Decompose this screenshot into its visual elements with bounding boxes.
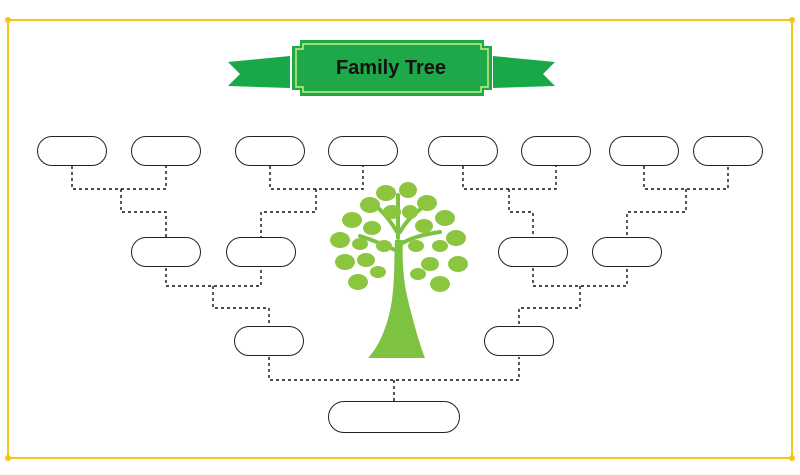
name-box-great-grandparent[interactable] <box>521 136 591 166</box>
banner-tail-left <box>228 56 290 88</box>
name-box-great-grandparent[interactable] <box>693 136 763 166</box>
frame-corner-dot <box>5 455 11 461</box>
frame-border <box>7 19 793 459</box>
tree-trunk <box>368 240 425 358</box>
name-box-great-grandparent[interactable] <box>428 136 498 166</box>
frame-corner-dot <box>5 17 11 23</box>
title-banner <box>228 40 555 96</box>
name-box-grandparent[interactable] <box>498 237 568 267</box>
name-box-great-grandparent[interactable] <box>328 136 398 166</box>
frame-corner-dot <box>789 17 795 23</box>
frame-corner-dot <box>789 455 795 461</box>
name-box-parent[interactable] <box>484 326 554 356</box>
banner-tail-right <box>493 56 555 88</box>
name-box-great-grandparent[interactable] <box>37 136 107 166</box>
name-box-grandparent[interactable] <box>226 237 296 267</box>
tree-illustration <box>330 182 468 358</box>
name-box-great-grandparent[interactable] <box>235 136 305 166</box>
name-box-grandparent[interactable] <box>131 237 201 267</box>
connector-lines <box>71 166 729 401</box>
name-box-grandparent[interactable] <box>592 237 662 267</box>
name-box-self[interactable] <box>328 401 460 433</box>
name-box-great-grandparent[interactable] <box>131 136 201 166</box>
banner-title: Family Tree <box>335 57 447 79</box>
name-box-parent[interactable] <box>234 326 304 356</box>
name-box-great-grandparent[interactable] <box>609 136 679 166</box>
